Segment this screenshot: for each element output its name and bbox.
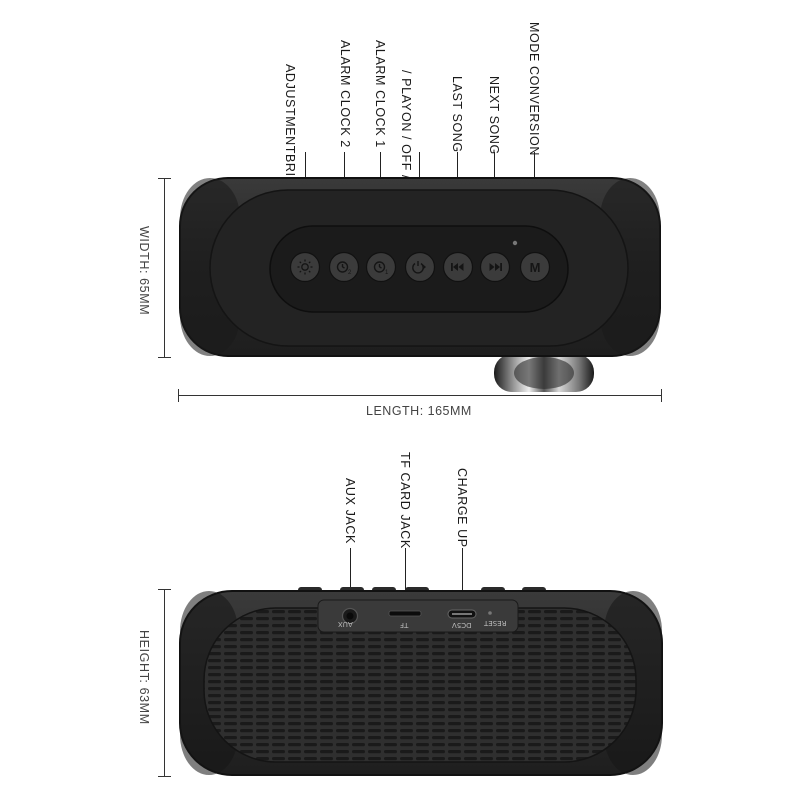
alarm-clock-2-icon: 2 bbox=[336, 261, 352, 276]
fast-forward-icon bbox=[489, 263, 502, 271]
last-song-button[interactable] bbox=[442, 251, 474, 283]
width-dimension-tick bbox=[158, 357, 171, 359]
sun-icon bbox=[297, 259, 313, 275]
mode-button[interactable]: M bbox=[519, 251, 551, 283]
aux-jack-label: AUX JACK bbox=[343, 478, 357, 544]
leader-line bbox=[462, 548, 464, 612]
reset-button[interactable] bbox=[487, 610, 493, 616]
mode-m-icon: M bbox=[530, 260, 541, 275]
length-dimension-tick bbox=[661, 389, 663, 402]
alarm-clock-1-icon: 1 bbox=[373, 261, 389, 276]
length-label: LENGTH: 165MM bbox=[366, 404, 472, 418]
svg-text:1: 1 bbox=[385, 270, 389, 276]
alarm-clock-1-button[interactable]: 1 bbox=[365, 251, 397, 283]
charge-up-label: CHARGE UP bbox=[455, 468, 469, 548]
height-dimension-tick bbox=[158, 589, 171, 591]
height-dimension-line bbox=[164, 589, 166, 777]
leader-line bbox=[350, 548, 352, 612]
alarm-clock-2-label: ALARM CLOCK 2 bbox=[338, 40, 352, 148]
tf-card-jack-label: TF CARD JACK bbox=[398, 452, 412, 549]
svg-text:2: 2 bbox=[348, 270, 352, 276]
reset-port-label: RESET bbox=[484, 619, 507, 627]
dc-port-label: DC5V bbox=[452, 621, 472, 629]
aux-jack[interactable] bbox=[342, 608, 358, 624]
mode-conversion-label: MODE CONVERSION bbox=[527, 22, 541, 157]
height-label: HEIGHT: 63MM bbox=[137, 630, 151, 725]
width-label: WIDTH: 65MM bbox=[137, 226, 151, 316]
length-dimension-line bbox=[178, 395, 662, 397]
brightness-button[interactable] bbox=[289, 251, 321, 283]
last-song-label: LAST SONG bbox=[450, 76, 464, 153]
power-play-button[interactable] bbox=[404, 251, 436, 283]
width-dimension-tick bbox=[158, 178, 171, 180]
alarm-clock-2-button[interactable]: 2 bbox=[328, 251, 360, 283]
width-dimension-line bbox=[164, 178, 166, 358]
power-play-icon bbox=[412, 261, 426, 274]
next-song-label: NEXT SONG bbox=[487, 76, 501, 155]
next-song-button[interactable] bbox=[479, 251, 511, 283]
rewind-icon bbox=[451, 263, 464, 271]
tf-card-slot[interactable] bbox=[389, 610, 421, 617]
charge-port[interactable] bbox=[448, 610, 476, 618]
leader-line bbox=[405, 548, 407, 612]
tf-port-label: TF bbox=[400, 621, 409, 629]
alarm-clock-1-label: ALARM CLOCK 1 bbox=[373, 40, 387, 148]
length-dimension-tick bbox=[178, 389, 180, 402]
height-dimension-tick bbox=[158, 776, 171, 778]
